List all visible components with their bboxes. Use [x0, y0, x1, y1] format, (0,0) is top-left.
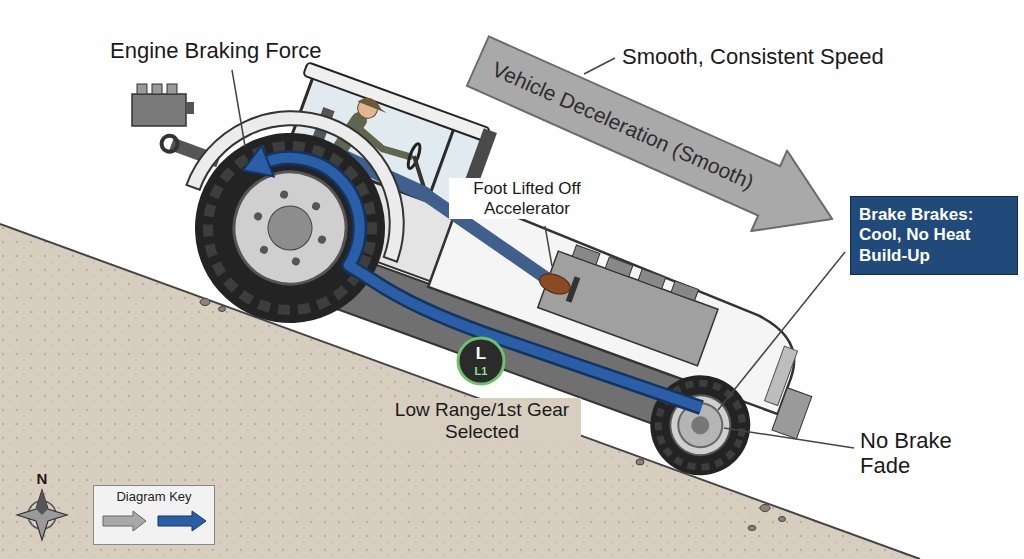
callout-label: Smooth, Consistent Speed [622, 44, 884, 69]
front-hub [689, 414, 712, 437]
callout-label: Low Range/1st Gear Selected [383, 398, 581, 444]
engine-cylinder [671, 281, 699, 301]
callout-label: Foot Lifted Off Accelerator [449, 178, 605, 219]
driver-cap [357, 95, 390, 114]
stone [200, 299, 210, 306]
accelerator-pedal [566, 276, 581, 302]
engine-cylinder [572, 245, 600, 265]
rear-tire [168, 106, 412, 350]
compass-north [36, 490, 48, 515]
tractor [117, 24, 861, 504]
front-wheel [636, 361, 764, 489]
lug-bolt [311, 201, 321, 211]
rear-fender [186, 80, 435, 262]
gear-range: L [476, 344, 486, 364]
lug-bolt [279, 189, 289, 199]
callout-label: Engine Braking Force [110, 38, 322, 63]
engine-icon-cylinder [137, 84, 147, 94]
rear-hub [262, 200, 318, 256]
compass-label: N [34, 469, 51, 488]
lug-bolt [291, 256, 301, 266]
engine-icon-pipe [186, 102, 194, 114]
arrow-label: Vehicle Deceleration (Smooth) [488, 57, 757, 195]
engine [538, 251, 718, 366]
engine-icon-cylinder [167, 84, 177, 94]
key-title: Diagram Key [98, 489, 210, 505]
leader-line [718, 252, 845, 410]
steering-wheel [406, 143, 422, 170]
key-gray-arrow [103, 511, 146, 531]
diagram-key: Diagram Key [93, 485, 215, 545]
stone [748, 526, 756, 531]
callout-label: No Brake Fade [860, 428, 985, 479]
stone [779, 517, 786, 522]
front-weight [772, 388, 812, 439]
leader-line [724, 428, 854, 448]
force-flow-head [243, 142, 282, 181]
leader-line [545, 226, 552, 266]
engine-icon-block [132, 94, 186, 126]
engine-cylinder [638, 269, 666, 289]
gear-number: L1 [475, 365, 488, 378]
key-background [93, 485, 215, 545]
leader-line [584, 58, 615, 74]
lug-bolt [253, 211, 263, 221]
force-flow-arrow [237, 147, 735, 412]
force-flow-outline [237, 147, 735, 412]
engine-icon-cylinder [152, 84, 162, 94]
engine-icon [132, 84, 194, 126]
lug-bolt [317, 235, 327, 245]
engine-cylinder [605, 257, 633, 277]
front-tire [636, 361, 764, 489]
gear-circle [458, 338, 504, 384]
gear-indicator: LL1 [456, 336, 506, 386]
key-blue-arrow [158, 511, 206, 531]
compass-rose [17, 490, 67, 540]
brake-callout-box: Brake Brakes: Cool, No Heat Build-Up [850, 196, 1018, 275]
callout-text: Brake Brakes: Cool, No Heat Build-Up [859, 205, 1009, 266]
hitch-ring [159, 133, 180, 154]
driver-boot [537, 270, 573, 298]
stone [219, 307, 226, 312]
stone [636, 459, 644, 465]
stone [760, 505, 770, 512]
lug-bolt [259, 245, 269, 255]
leader-line [232, 70, 245, 146]
